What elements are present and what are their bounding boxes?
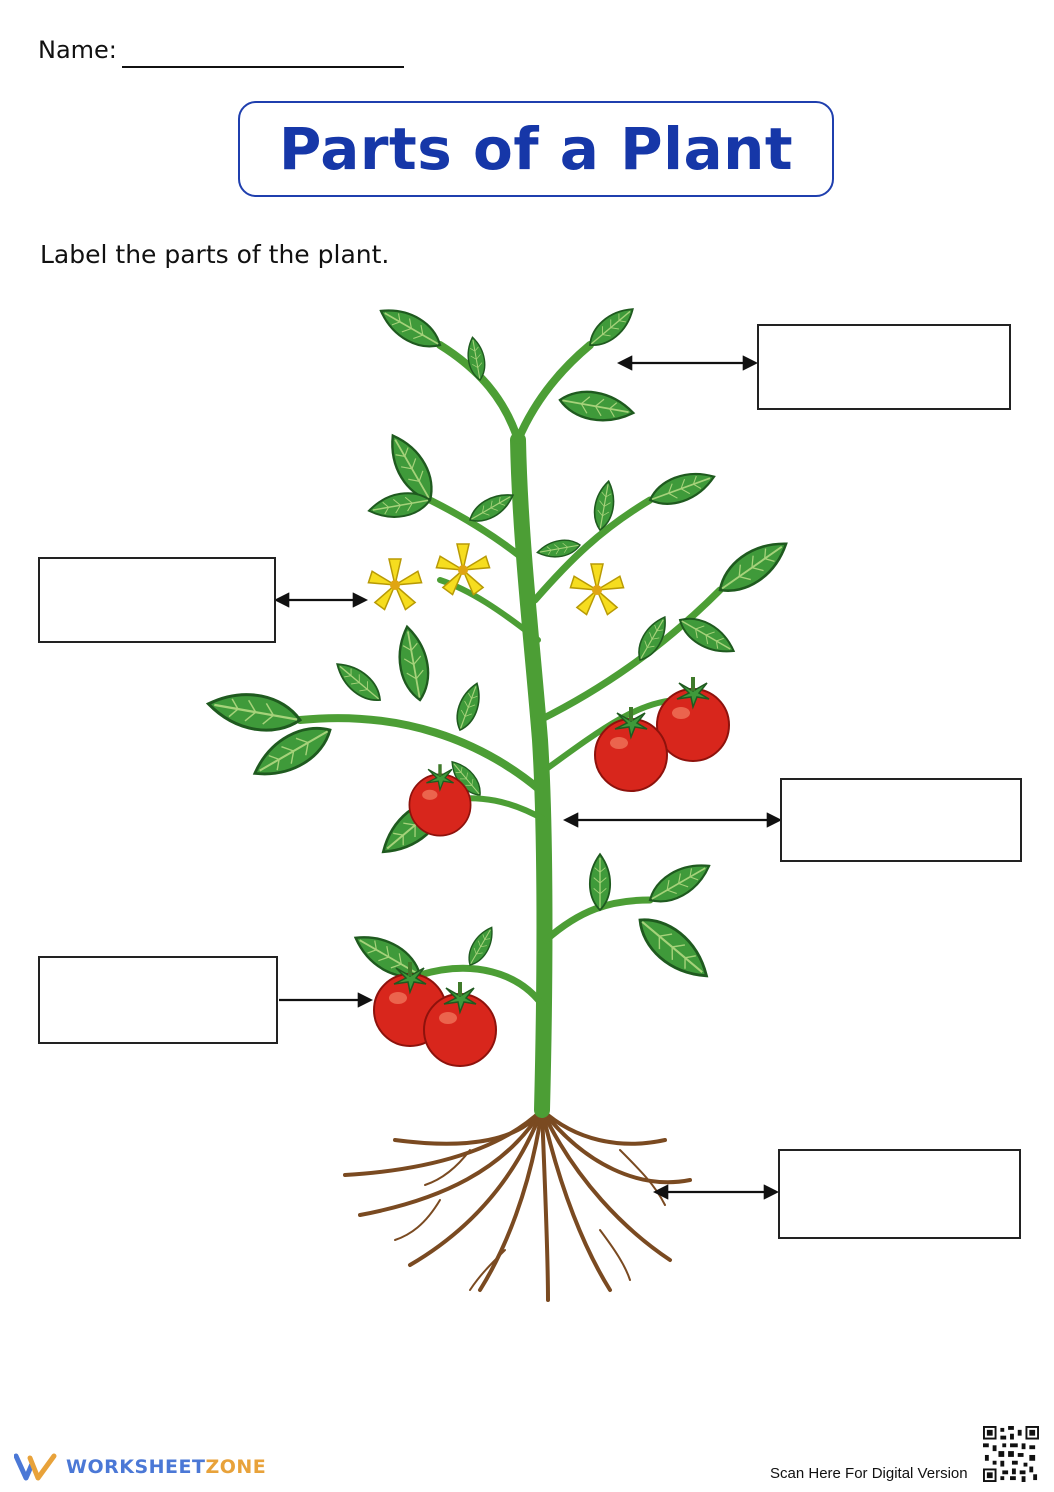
brand-text-part2: ZONE: [205, 1456, 267, 1478]
scan-caption: Scan Here For Digital Version: [770, 1465, 968, 1482]
name-input-line[interactable]: [122, 66, 404, 68]
name-label: Name:: [38, 36, 117, 64]
label-box-leaf[interactable]: [757, 324, 1011, 410]
label-box-stem[interactable]: [780, 778, 1022, 862]
page-title: Parts of a Plant: [278, 115, 794, 183]
instruction-text: Label the parts of the plant.: [40, 240, 390, 269]
plant-illustration: [203, 299, 796, 1302]
label-box-roots[interactable]: [778, 1149, 1021, 1239]
flowers: [367, 543, 625, 616]
roots: [343, 1108, 692, 1302]
worksheetzone-logo-icon: [14, 1453, 57, 1481]
title-frame: Parts of a Plant: [238, 101, 834, 197]
pointer-arrows: [273, 355, 783, 1200]
label-box-flower[interactable]: [38, 557, 276, 643]
brand-logo[interactable]: WORKSHEETZONE: [14, 1452, 266, 1482]
stem: [296, 341, 724, 1118]
brand-text-part1: WORKSHEET: [66, 1456, 206, 1478]
label-box-fruit[interactable]: [38, 956, 278, 1044]
qr-code-icon[interactable]: [983, 1426, 1039, 1482]
